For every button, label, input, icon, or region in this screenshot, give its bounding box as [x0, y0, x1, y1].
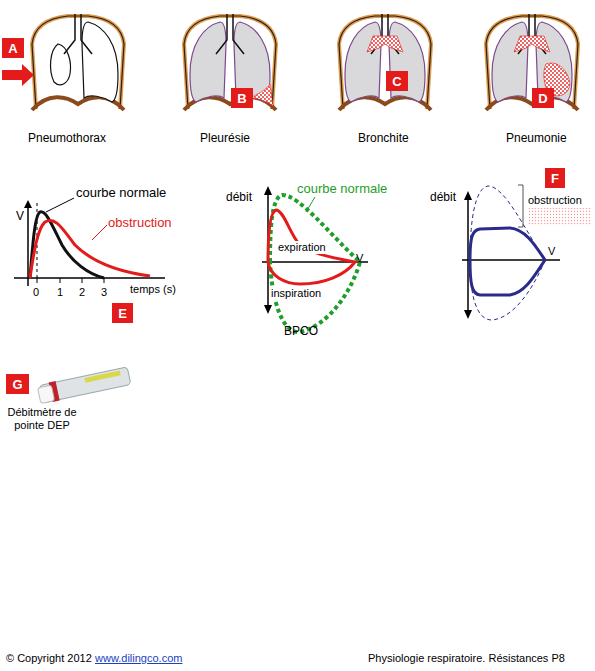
peak-flow-meter [38, 367, 131, 404]
footer: © Copyright 2012 [6, 652, 92, 665]
axis-label: V [356, 252, 363, 265]
footer: Physiologie respiratoire. Résistances P8 [368, 652, 565, 665]
callout-box: E [112, 303, 133, 323]
phase-label: inspiration [270, 287, 322, 300]
callout-letter: E [113, 306, 132, 321]
axis-label: débit [226, 191, 252, 205]
panel-caption: Pleurésie [200, 132, 250, 146]
curve-label: courbe normale [76, 186, 166, 201]
thorax-drawing [486, 14, 578, 110]
arrow [2, 64, 34, 86]
callout-box: G [6, 374, 29, 394]
callout-box: D [532, 88, 554, 108]
axis-label: V [16, 210, 24, 224]
panel-caption: Pneumothorax [28, 132, 106, 146]
thorax-drawing [32, 14, 124, 110]
axis-label: temps (s) [130, 283, 176, 296]
footer-link: www.dilingco.com [95, 652, 182, 665]
chart-e [14, 198, 165, 286]
curve-label: courbe normale [297, 182, 387, 197]
chart-caption: BPCO [284, 325, 318, 339]
tick-label: 2 [79, 286, 85, 299]
phase-label: expiration [277, 241, 327, 254]
chart-f [462, 185, 592, 320]
device-caption: Débitmètre de pointe DEP [4, 406, 80, 431]
tick-label: 0 [33, 286, 39, 299]
callout-letter: F [546, 171, 564, 186]
callout-box: A [2, 38, 24, 58]
panel-caption: Pneumonie [506, 132, 567, 146]
axis-label: débit [430, 191, 456, 205]
callout-box: B [231, 88, 253, 108]
callout-letter: B [232, 91, 251, 106]
callout-letter: A [3, 41, 22, 56]
callout-letter: G [7, 377, 27, 392]
chart-bpco [262, 186, 368, 332]
curve-label: obstruction [108, 216, 172, 231]
callout-box: F [545, 168, 565, 188]
thorax-drawing [339, 14, 431, 110]
callout-letter: C [387, 74, 406, 89]
panel-caption: Bronchite [358, 132, 409, 146]
callout-box: C [386, 71, 408, 91]
thorax-drawing [184, 14, 276, 110]
axis-label: V [548, 245, 555, 258]
tick-label: 3 [101, 286, 107, 299]
callout-letter: D [533, 91, 552, 106]
curve-label: obstruction [528, 194, 582, 207]
tick-label: 1 [57, 286, 63, 299]
